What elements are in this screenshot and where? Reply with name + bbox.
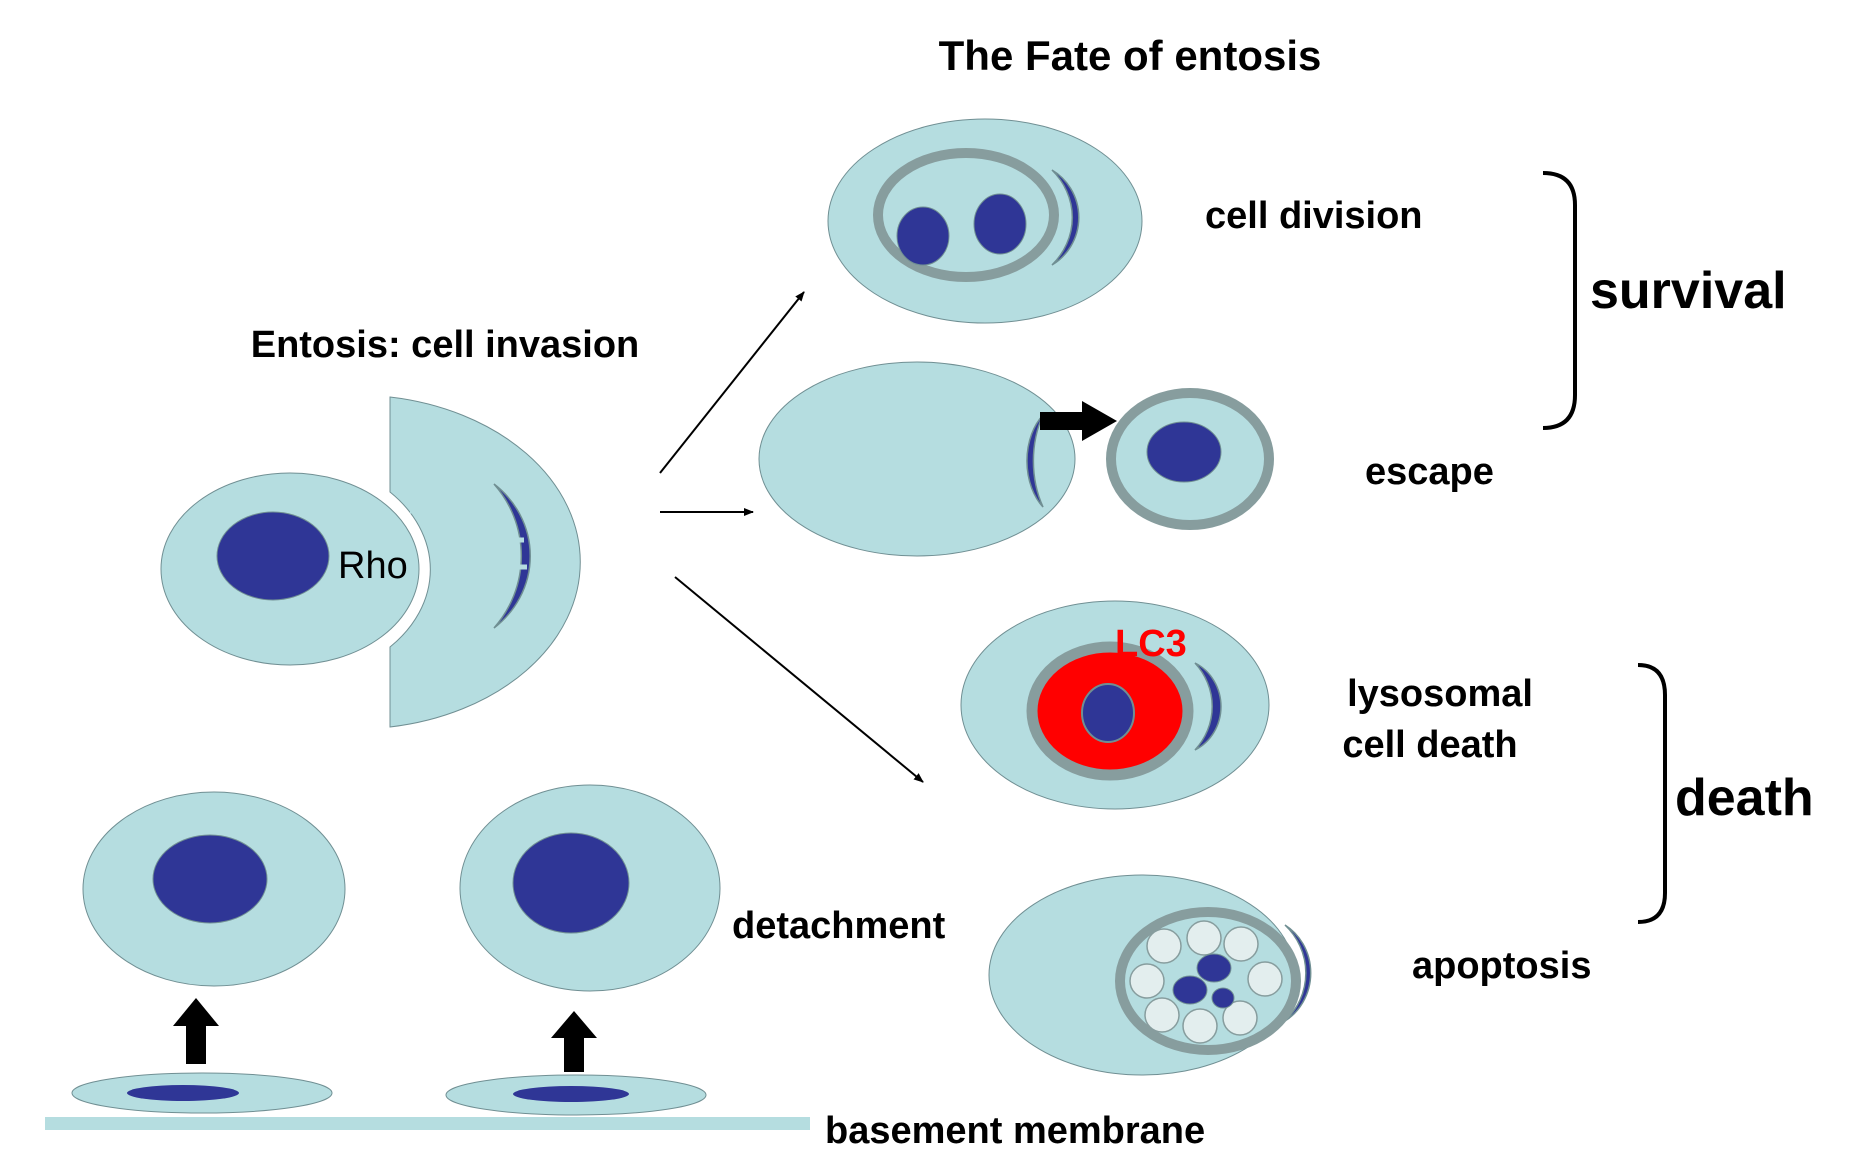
daughter-nucleus-left	[896, 206, 950, 266]
basement-membrane-label: basement membrane	[825, 1110, 1205, 1152]
nuclear-fragments	[1172, 953, 1235, 1009]
detachment-label: detachment	[732, 905, 946, 947]
detached-cell-left	[82, 791, 346, 987]
apoptosis-label: apoptosis	[1412, 945, 1591, 987]
host-cell	[389, 396, 581, 728]
escape-arrow-head	[1082, 401, 1117, 441]
rho-fibers	[410, 508, 527, 570]
apoptotic-bodies	[1129, 920, 1283, 1044]
host-cell-nucleus	[493, 483, 531, 629]
flat-cell-left	[71, 1072, 333, 1114]
lysosomal-label-line2: cell death	[1342, 724, 1517, 766]
lysosomal-cell	[960, 600, 1270, 810]
detach-arrow-left	[173, 998, 219, 1064]
lysosomal-label-line1: lysosomal	[1347, 673, 1533, 715]
lysosomal-nucleus	[1081, 683, 1135, 743]
flat-cell-right	[445, 1074, 707, 1116]
detach-arrow-right	[551, 1011, 597, 1072]
rho-label: Rho	[338, 545, 408, 587]
death-label: death	[1675, 769, 1814, 827]
escaped-cell-nucleus	[1146, 421, 1222, 483]
basement-membrane	[45, 1117, 810, 1130]
arrow-to-division	[659, 291, 805, 474]
escape-label: escape	[1365, 451, 1494, 493]
invaded-cell-nucleus	[216, 511, 330, 601]
lc3-label: LC3	[1115, 623, 1187, 665]
detached-cell-left-nucleus	[152, 834, 268, 924]
escape-arrow-shaft	[1040, 412, 1087, 430]
death-bracket	[1637, 663, 1667, 924]
escape-host-cell	[758, 361, 1076, 557]
detached-cell-right-nucleus	[512, 832, 630, 934]
diagram-title: The Fate of entosis	[939, 32, 1322, 79]
arrow-to-death	[674, 576, 924, 783]
survival-bracket	[1542, 171, 1577, 430]
daughter-nucleus-right	[973, 193, 1027, 255]
cell-division-label: cell division	[1205, 195, 1423, 237]
survival-label: survival	[1590, 262, 1787, 320]
cell-division-cell	[827, 118, 1143, 324]
invasion-label: Entosis: cell invasion	[251, 324, 640, 366]
invaded-cell	[160, 472, 420, 666]
detached-cell-right	[459, 784, 721, 992]
escaped-cell	[1106, 388, 1274, 530]
